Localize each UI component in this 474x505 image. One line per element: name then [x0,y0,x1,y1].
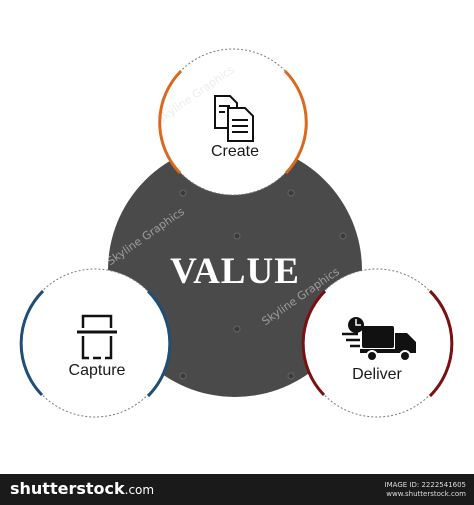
site-text: www.shutterstock.com [386,490,466,498]
capture-node [19,268,172,418]
document-front [227,107,254,142]
value-label: VALUE [170,251,300,292]
create-arc-right [283,69,308,175]
rivet-dots [179,189,347,380]
rivet-dot [287,372,295,380]
delivery-truck-icon [342,317,416,362]
deliver-arc-left [301,289,327,397]
rivet-dot [179,189,187,197]
truck-wheel [366,350,378,362]
value-circle [108,143,362,397]
deliver-arc-right [428,289,454,398]
footer-bar: shutterstock.com IMAGE ID: 2222541605 ww… [0,474,474,505]
truck-cab [395,333,416,352]
logo-suffix: .com [124,483,155,497]
scan-frame-icon [77,314,117,360]
create-arc-left [158,69,183,175]
image-id: IMAGE ID: 2222541605 www.shutterstock.co… [385,481,466,499]
deliver-label: Deliver [352,366,402,383]
capture-label: Capture [68,362,126,379]
rivet-dot [339,232,347,240]
diagram-canvas [19,48,454,418]
truck-chassis [360,349,416,353]
scan-frame-top [81,314,113,328]
capture-arc-right [146,289,172,398]
image-id-text: IMAGE ID: 2222541605 [384,481,466,489]
deliver-node [301,268,454,418]
rivet-dot [287,189,295,197]
logo-text: shutterstock [10,479,125,498]
documents-icon [214,95,254,142]
clock-hands [355,319,361,326]
truck-body [362,326,394,348]
shutterstock-logo: shutterstock.com [10,479,154,498]
create-label: Create [210,143,260,160]
rivet-dot [233,325,241,333]
rivet-dot [233,232,241,240]
value-diagram: VALUE Create Capture Deliver Skyline Gra… [19,48,454,418]
create-node [158,48,308,196]
scan-frame-bottom [81,336,113,360]
capture-arc-left [19,289,45,397]
rivet-dot [179,372,187,380]
truck-wheel [399,350,411,362]
